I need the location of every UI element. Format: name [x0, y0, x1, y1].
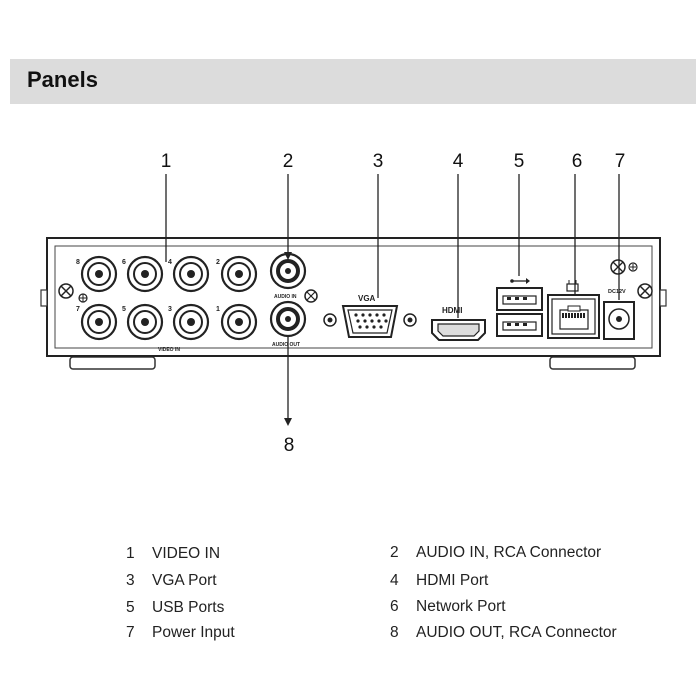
- bnc-connector: [220, 255, 258, 293]
- legend-number: 3: [126, 572, 135, 589]
- ground-icon-right: [610, 259, 638, 275]
- channel-number: 1: [216, 306, 220, 313]
- legend-item: 1 VIDEO IN: [126, 545, 220, 563]
- leader-arrow-2: [284, 252, 292, 260]
- legend-item: 7 Power Input: [126, 624, 235, 642]
- bnc-connector: [80, 255, 118, 293]
- header-bar: [10, 59, 696, 104]
- legend-label: VIDEO IN: [152, 545, 221, 562]
- bnc-connector: [80, 303, 118, 341]
- channel-number: 2: [216, 259, 220, 266]
- audio-out-rca-connector: [269, 300, 307, 338]
- callout-number-4: 4: [453, 151, 464, 172]
- legend-item: 5 USB Ports: [126, 599, 224, 617]
- vga-screw-left-inner: [327, 317, 333, 323]
- channel-number: 4: [168, 259, 172, 266]
- callout-number-1: 1: [161, 151, 172, 172]
- channel-number: 3: [168, 306, 172, 313]
- usb-port-top: [496, 287, 543, 311]
- vga-screw-right-inner: [407, 317, 413, 323]
- legend-item: 6 Network Port: [390, 598, 506, 616]
- legend-label: AUDIO IN, RCA Connector: [416, 544, 602, 561]
- bnc-connector: [126, 303, 164, 341]
- ground-icon-left: [78, 293, 88, 303]
- power-input-jack: [603, 301, 635, 340]
- audio-screw: [304, 289, 318, 303]
- screw-right: [637, 283, 653, 299]
- legend-number: 7: [126, 624, 135, 641]
- leader-arrow-8: [284, 418, 292, 426]
- dc-label: DC12V: [608, 289, 626, 295]
- callout-number-8: 8: [284, 435, 295, 456]
- legend-label: VGA Port: [152, 572, 217, 589]
- channel-number: 6: [122, 259, 126, 266]
- vga-label: VGA: [358, 294, 376, 303]
- side-tab-right: [659, 289, 667, 307]
- channel-number: 7: [76, 306, 80, 313]
- legend-item: 2 AUDIO IN, RCA Connector: [390, 544, 601, 562]
- channel-number: 5: [122, 306, 126, 313]
- hdmi-label: HDMI: [442, 306, 462, 315]
- legend-item: 3 VGA Port: [126, 572, 217, 590]
- legend-item: 8 AUDIO OUT, RCA Connector: [390, 624, 617, 642]
- legend-label: Power Input: [152, 624, 235, 641]
- legend-number: 2: [390, 544, 399, 561]
- hdmi-port: [431, 319, 486, 341]
- bnc-connector: [220, 303, 258, 341]
- legend-number: 8: [390, 624, 399, 641]
- callout-number-5: 5: [514, 151, 525, 172]
- screw-left: [58, 283, 74, 299]
- video-in-label: VIDEO IN: [158, 347, 180, 353]
- legend-number: 4: [390, 572, 399, 589]
- legend-number: 1: [126, 545, 135, 562]
- usb-port-bottom: [496, 313, 543, 337]
- audio-in-label: AUDIO IN: [274, 294, 297, 300]
- usb-icon: [510, 278, 530, 284]
- bnc-connector: [172, 255, 210, 293]
- bnc-connector: [172, 303, 210, 341]
- legend-item: 4 HDMI Port: [390, 572, 488, 590]
- legend-number: 6: [390, 598, 399, 615]
- audio-out-label: AUDIO OUT: [272, 342, 300, 348]
- callout-number-6: 6: [572, 151, 583, 172]
- bnc-connector: [126, 255, 164, 293]
- legend-label: Network Port: [416, 598, 506, 615]
- callout-number-7: 7: [615, 151, 626, 172]
- legend-label: USB Ports: [152, 599, 225, 616]
- side-tab-left: [40, 289, 48, 307]
- vga-port: [341, 305, 399, 338]
- callout-number-2: 2: [283, 151, 294, 172]
- network-port: [547, 294, 600, 339]
- legend-label: AUDIO OUT, RCA Connector: [416, 624, 617, 641]
- legend-number: 5: [126, 599, 135, 616]
- callout-number-3: 3: [373, 151, 384, 172]
- channel-number: 8: [76, 259, 80, 266]
- network-icon: [566, 280, 579, 292]
- chassis-inner-edge: [54, 245, 653, 349]
- legend-label: HDMI Port: [416, 572, 489, 589]
- page-title: Panels: [27, 67, 98, 92]
- audio-in-rca-connector: [269, 252, 307, 290]
